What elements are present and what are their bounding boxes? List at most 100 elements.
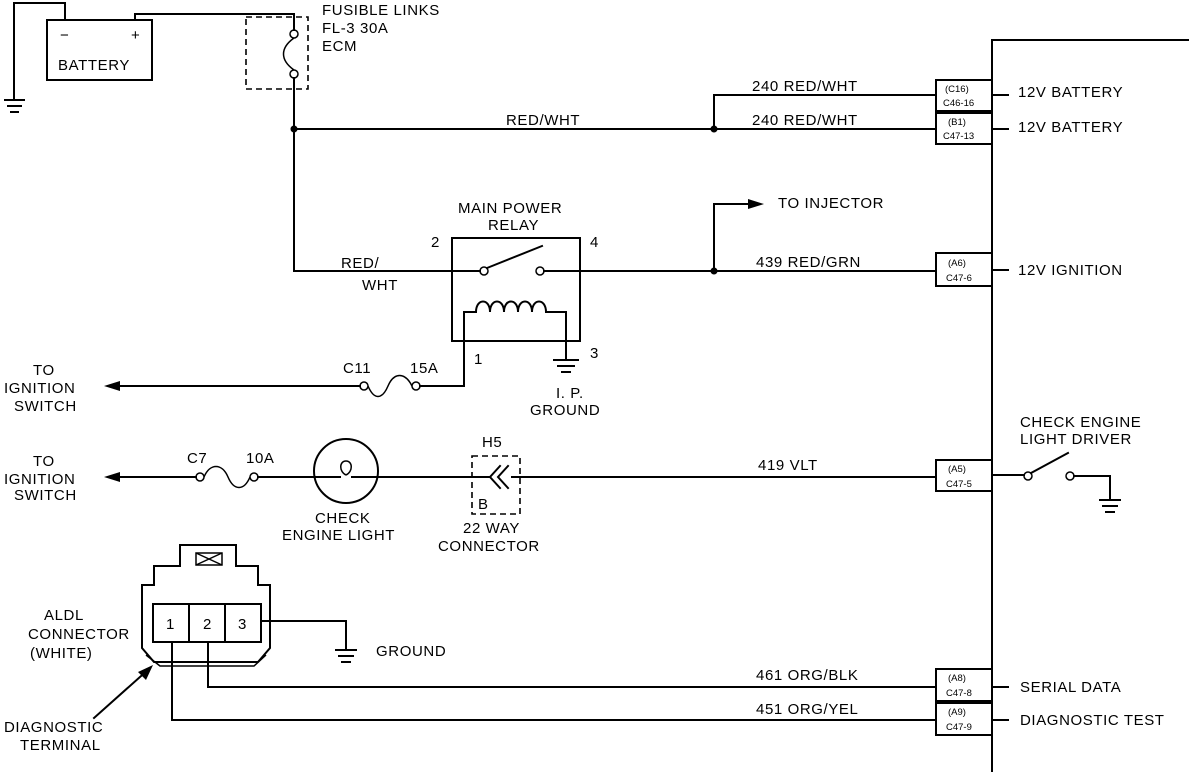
wire-label-461-org-blk: 461 ORG/BLK (756, 667, 858, 684)
light-driver-switch (991, 451, 1121, 513)
svg-text:(C16): (C16) (945, 84, 969, 95)
ecm-label-serial-data: SERIAL DATA (1020, 679, 1121, 696)
to-ignition-2-line1: TO (33, 453, 55, 470)
main-power-relay (451, 237, 581, 342)
battery-neg-wire (13, 2, 66, 99)
relay-pin-4: 4 (590, 234, 599, 251)
relay-coil (474, 300, 548, 314)
aldl-label-line3: (WHITE) (30, 645, 93, 662)
aldl-pin-1: 1 (166, 616, 175, 633)
connector-c16: (C16) C46-16 (935, 79, 993, 112)
wire-label-wht: WHT (362, 277, 398, 294)
svg-text:(A8): (A8) (948, 673, 966, 684)
way-connector-pin-icon (488, 464, 510, 490)
aldl-ground-label: GROUND (376, 643, 446, 660)
ground-symbol-battery (4, 99, 25, 113)
way-connector-pin: B (478, 496, 489, 513)
diagnostic-terminal-pointer (92, 666, 152, 720)
svg-text:C47-13: C47-13 (943, 131, 974, 142)
fuse-c7-name: C7 (187, 450, 207, 467)
check-engine-lamp-icon (313, 438, 379, 504)
ecm-label-diagnostic-test: DIAGNOSTIC TEST (1020, 712, 1165, 729)
fusible-link-box (245, 16, 309, 90)
svg-text:(A9): (A9) (948, 707, 966, 718)
wire-label-red: RED/ (341, 255, 379, 272)
check-engine-light-line1: CHECK (315, 510, 371, 527)
svg-text:C47-9: C47-9 (946, 722, 972, 733)
fuse-c11-rating: 15A (410, 360, 439, 377)
fusible-links-ecm: ECM (322, 38, 357, 55)
fuse-c11-name: C11 (343, 360, 371, 377)
svg-text:C46-16: C46-16 (943, 98, 974, 109)
svg-text:C47-5: C47-5 (946, 479, 972, 490)
aldl-connector (141, 544, 271, 667)
relay-pin-1: 1 (474, 351, 483, 368)
aldl-label-line1: ALDL (44, 607, 84, 624)
aldl-pin-2: 2 (203, 616, 212, 633)
ip-ground-line2: GROUND (530, 402, 600, 419)
connector-a6: (A6) C47-6 (935, 252, 993, 287)
battery: − + BATTERY (46, 19, 153, 81)
relay-title-1: MAIN POWER (458, 200, 562, 217)
way-connector-box (471, 455, 521, 515)
ecm-label-light-driver: LIGHT DRIVER (1020, 431, 1132, 448)
check-engine-light-line2: ENGINE LIGHT (282, 527, 395, 544)
to-ignition-2-line3: SWITCH (14, 487, 77, 504)
to-ignition-1-line2: IGNITION (4, 380, 75, 397)
way-connector-line2: CONNECTOR (438, 538, 540, 555)
to-injector-label: TO INJECTOR (778, 195, 884, 212)
aldl-pin-3: 3 (238, 616, 247, 633)
battery-pos-wire (134, 13, 295, 21)
diagnostic-terminal-line1: DIAGNOSTIC (4, 719, 103, 736)
way-connector-code: H5 (482, 434, 502, 451)
way-connector-line1: 22 WAY (463, 520, 520, 537)
svg-text:C47-6: C47-6 (946, 273, 972, 284)
ecm-label-12v-battery-1: 12V BATTERY (1018, 84, 1123, 101)
connector-a8: (A8) C47-8 (935, 668, 993, 702)
relay-pin-2: 2 (431, 234, 440, 251)
battery-plus: + (131, 27, 140, 44)
svg-text:C47-8: C47-8 (946, 688, 972, 699)
to-ignition-1-line3: SWITCH (14, 398, 77, 415)
battery-minus: − (60, 27, 69, 44)
wire-label-red-wht: RED/WHT (506, 112, 580, 129)
to-ignition-1-line1: TO (33, 362, 55, 379)
connector-a5: (A5) C47-5 (935, 459, 993, 492)
arrow-left-icon-1 (104, 381, 120, 391)
wire-label-240-red-wht-2: 240 RED/WHT (752, 112, 858, 129)
relay-title-2: RELAY (488, 217, 539, 234)
connector-a9: (A9) C47-9 (935, 702, 993, 736)
connector-b1: (B1) C47-13 (935, 112, 993, 145)
wire-label-451-org-yel: 451 ORG/YEL (756, 701, 858, 718)
aldl-ground-wire (260, 620, 347, 649)
fusible-links-title: FUSIBLE LINKS (322, 2, 440, 19)
red-wht-branch-wire (713, 94, 937, 130)
ip-ground-line1: I. P. (556, 385, 584, 402)
ecm-label-12v-battery-2: 12V BATTERY (1018, 119, 1123, 136)
fusible-link-element (282, 37, 295, 71)
ecm-label-12v-ignition: 12V IGNITION (1018, 262, 1123, 279)
battery-label: BATTERY (58, 57, 130, 74)
arrow-left-icon-2 (104, 472, 120, 482)
diagnostic-terminal-line2: TERMINAL (20, 737, 101, 754)
ecm-label-check-engine: CHECK ENGINE (1020, 414, 1141, 431)
org-blk-wire (207, 641, 937, 688)
svg-text:(B1): (B1) (948, 117, 966, 128)
wire-label-240-red-wht-1: 240 RED/WHT (752, 78, 858, 95)
svg-text:(A6): (A6) (948, 258, 966, 269)
fuse-c7 (203, 465, 251, 489)
svg-text:(A5): (A5) (948, 464, 966, 475)
aldl-label-line2: CONNECTOR (28, 626, 130, 643)
red-wht-feed-wire (293, 77, 453, 272)
wire-label-439-red-grn: 439 RED/GRN (756, 254, 861, 271)
org-yel-wire (171, 641, 937, 721)
relay-switch-arm (485, 244, 544, 270)
to-ignition-2-line2: IGNITION (4, 471, 75, 488)
injector-branch-wire (713, 203, 753, 272)
diagnostic-arrow-icon (138, 665, 153, 680)
wire-label-419-vlt: 419 VLT (758, 457, 818, 474)
relay-pin-3: 3 (590, 345, 599, 362)
fuse-c7-rating: 10A (246, 450, 275, 467)
